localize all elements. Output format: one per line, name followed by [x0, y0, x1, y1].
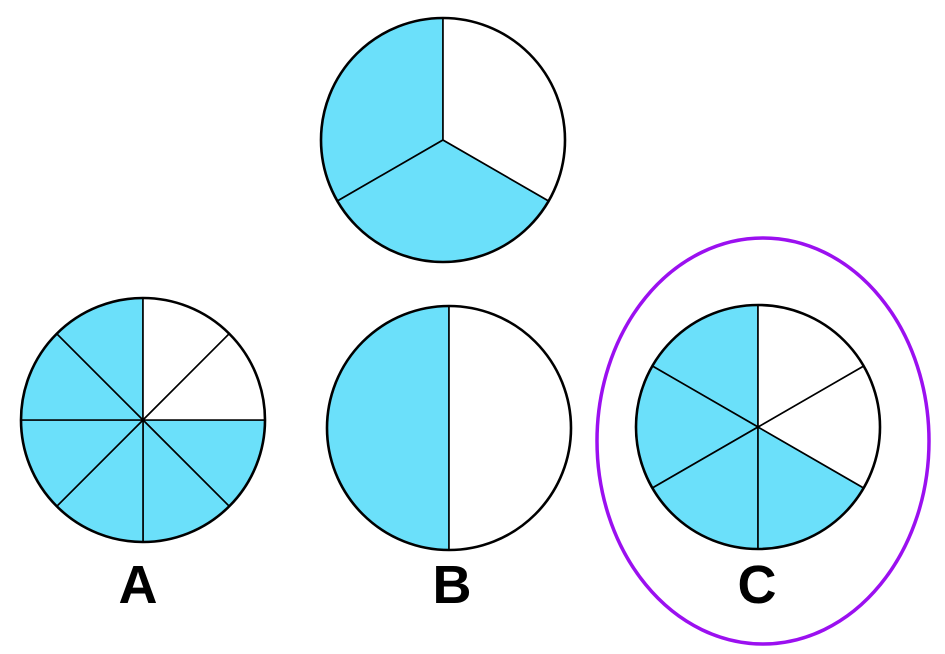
- option-b-sector-empty: [448, 305, 572, 551]
- option-a[interactable]: A: [19, 296, 267, 615]
- option-c-outline: [634, 303, 882, 551]
- option-a-outline: [19, 296, 267, 544]
- option-b-circle[interactable]: [325, 304, 573, 552]
- option-b-outline: [325, 304, 573, 552]
- option-b-label: B: [433, 555, 472, 615]
- option-a-label: A: [119, 555, 158, 615]
- option-c-label: C: [738, 555, 777, 615]
- option-c[interactable]: C: [634, 303, 882, 615]
- target-circle: [319, 16, 567, 264]
- option-b-sector-shaded: [326, 305, 450, 551]
- option-b[interactable]: B: [325, 304, 573, 615]
- option-c-circle[interactable]: [634, 303, 882, 551]
- selection-ring: [595, 236, 931, 646]
- target-circle-outline: [319, 16, 567, 264]
- option-a-circle[interactable]: [19, 296, 267, 544]
